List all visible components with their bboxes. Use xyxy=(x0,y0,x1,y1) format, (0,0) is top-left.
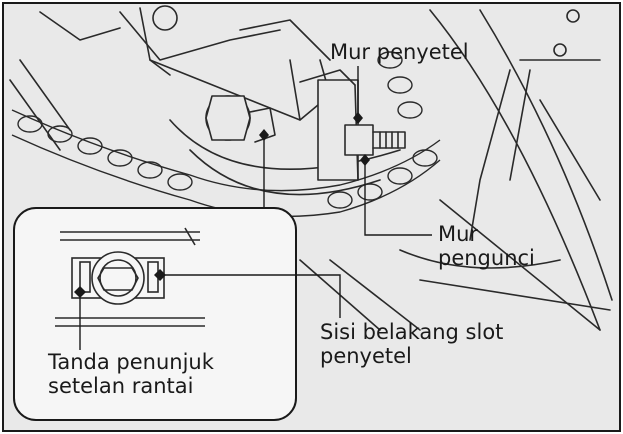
label-chain-adjust-mark: Tanda penunjuk setelan rantai xyxy=(48,350,214,398)
label-adjusting-nut: Mur penyetel xyxy=(330,40,469,64)
label-slot-rear-side: Sisi belakang slot penyetel xyxy=(320,320,503,368)
label-lock-nut: Mur pengunci xyxy=(438,222,535,270)
